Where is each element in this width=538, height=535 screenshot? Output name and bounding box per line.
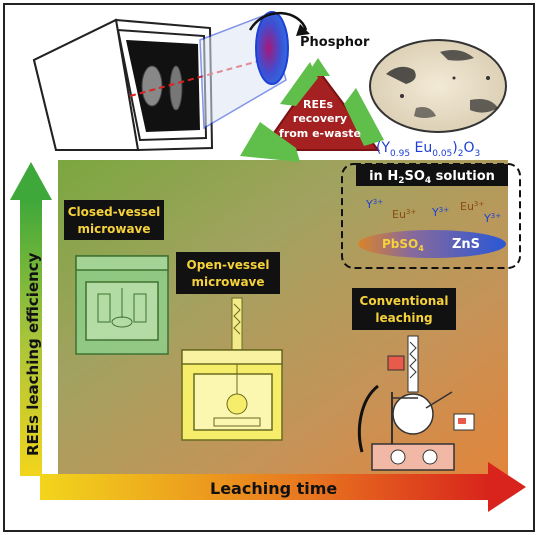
closed-vessel-label-2: microwave — [77, 222, 150, 236]
x-axis-arrow — [40, 462, 526, 512]
magnify-cone — [199, 11, 310, 130]
phosphor-label: Phosphor — [300, 35, 370, 50]
crt-monitor-icon — [32, 18, 271, 152]
conventional-label-1: Conventional — [360, 294, 449, 308]
recovery-line-3: from e-waste — [279, 127, 361, 140]
closed-vessel-microwave-icon — [75, 255, 169, 355]
conventional-label-2: leaching — [375, 311, 432, 325]
precipitate-ellipse — [358, 230, 506, 258]
ion-y-2: Y3+ — [431, 206, 449, 219]
ion-eu-2: Eu3+ — [460, 200, 484, 213]
solution-box — [341, 163, 521, 269]
conventional-leaching-setup-icon — [357, 335, 475, 471]
closed-vessel-label-1: Closed-vessel — [68, 205, 161, 219]
open-vessel-label-box — [176, 252, 280, 294]
closed-vessel-label-box — [64, 200, 164, 240]
recycle-icon — [240, 58, 384, 162]
conventional-label-box — [352, 288, 456, 330]
y-axis-arrow — [10, 162, 52, 476]
open-vessel-label-1: Open-vessel — [187, 258, 270, 272]
phosphor-sample-image — [369, 39, 507, 133]
open-vessel-label-2: microwave — [191, 275, 264, 289]
y-axis-label: REEs leaching efficiency — [24, 252, 42, 456]
solution-title: in H2SO4 solution — [369, 169, 495, 186]
ion-eu-1: Eu3+ — [392, 208, 416, 221]
ion-y-3: Y3+ — [483, 212, 501, 225]
x-axis-label: Leaching time — [210, 479, 337, 498]
phosphor-lens-icon — [255, 11, 289, 85]
ion-y-1: Y3+ — [365, 198, 383, 211]
recovery-line-1: REEs — [303, 98, 333, 111]
precipitate-pbso4: PbSO4 — [382, 237, 424, 253]
open-vessel-microwave-icon — [181, 297, 283, 441]
precipitate-zns: ZnS — [452, 237, 480, 252]
phosphor-formula: (Y0.95 Eu0.05)2O3 — [376, 140, 480, 159]
recovery-line-2: recovery — [293, 112, 347, 125]
